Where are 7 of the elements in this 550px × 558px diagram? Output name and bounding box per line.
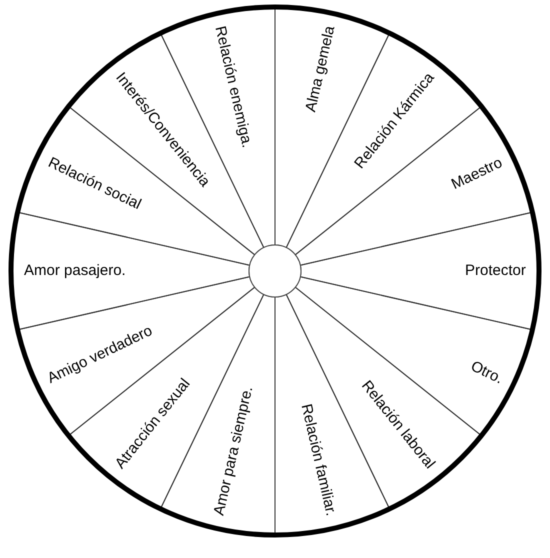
- segment-label: Otro.: [468, 357, 506, 388]
- segment-label: Amor para siempre.: [210, 385, 258, 518]
- segment-label: Amor pasajero.: [24, 262, 126, 280]
- segment-label: Relación enemiga.: [210, 24, 256, 150]
- segment-label: Protector: [465, 262, 526, 280]
- segment-label: Alma gemela: [302, 24, 340, 114]
- segment-label: Relación familiar.: [296, 402, 340, 518]
